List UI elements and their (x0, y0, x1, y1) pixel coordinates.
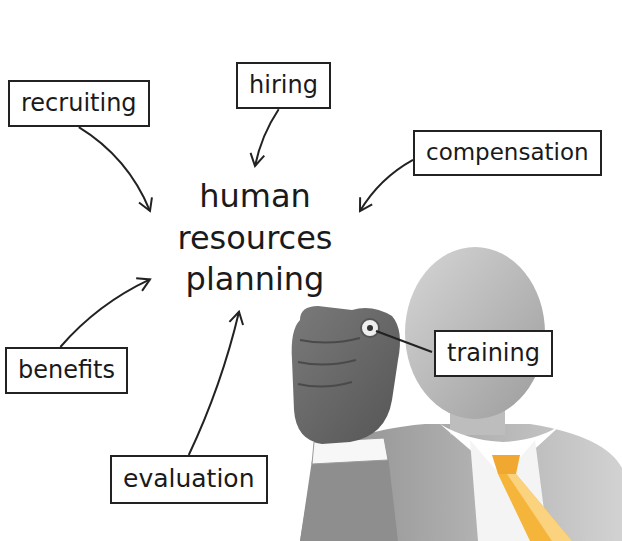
arrow-connector (189, 312, 239, 455)
arrow-connector (60, 279, 150, 347)
arrow-connector (79, 127, 150, 211)
sleeve (300, 455, 398, 541)
leader-line (376, 331, 432, 352)
node-text: training (447, 338, 540, 369)
topic-box: compensation (413, 130, 602, 176)
tie (498, 474, 572, 541)
node-text: human resources planning (163, 176, 347, 301)
node-text: compensation (426, 138, 589, 168)
node-text: recruiting (21, 88, 137, 119)
topic-box: benefits (5, 347, 128, 394)
tie-shade (507, 474, 572, 541)
node-text: benefits (18, 355, 115, 386)
topic-box: evaluation (110, 455, 268, 504)
topic-box: training (434, 330, 553, 377)
marker-point (367, 325, 373, 331)
topic-box: recruiting (8, 80, 150, 127)
node-text: evaluation (123, 463, 255, 496)
fist (292, 306, 400, 444)
topic-box: hiring (236, 62, 331, 109)
finger-lines (298, 338, 360, 387)
central-topic: human resources planning (155, 170, 355, 307)
node-text: hiring (249, 70, 318, 101)
shirt-collar (440, 424, 562, 478)
arrow-connector (360, 160, 413, 211)
arrow-connector (255, 109, 279, 166)
marker-tip (361, 319, 379, 337)
tie-knot (492, 455, 520, 474)
